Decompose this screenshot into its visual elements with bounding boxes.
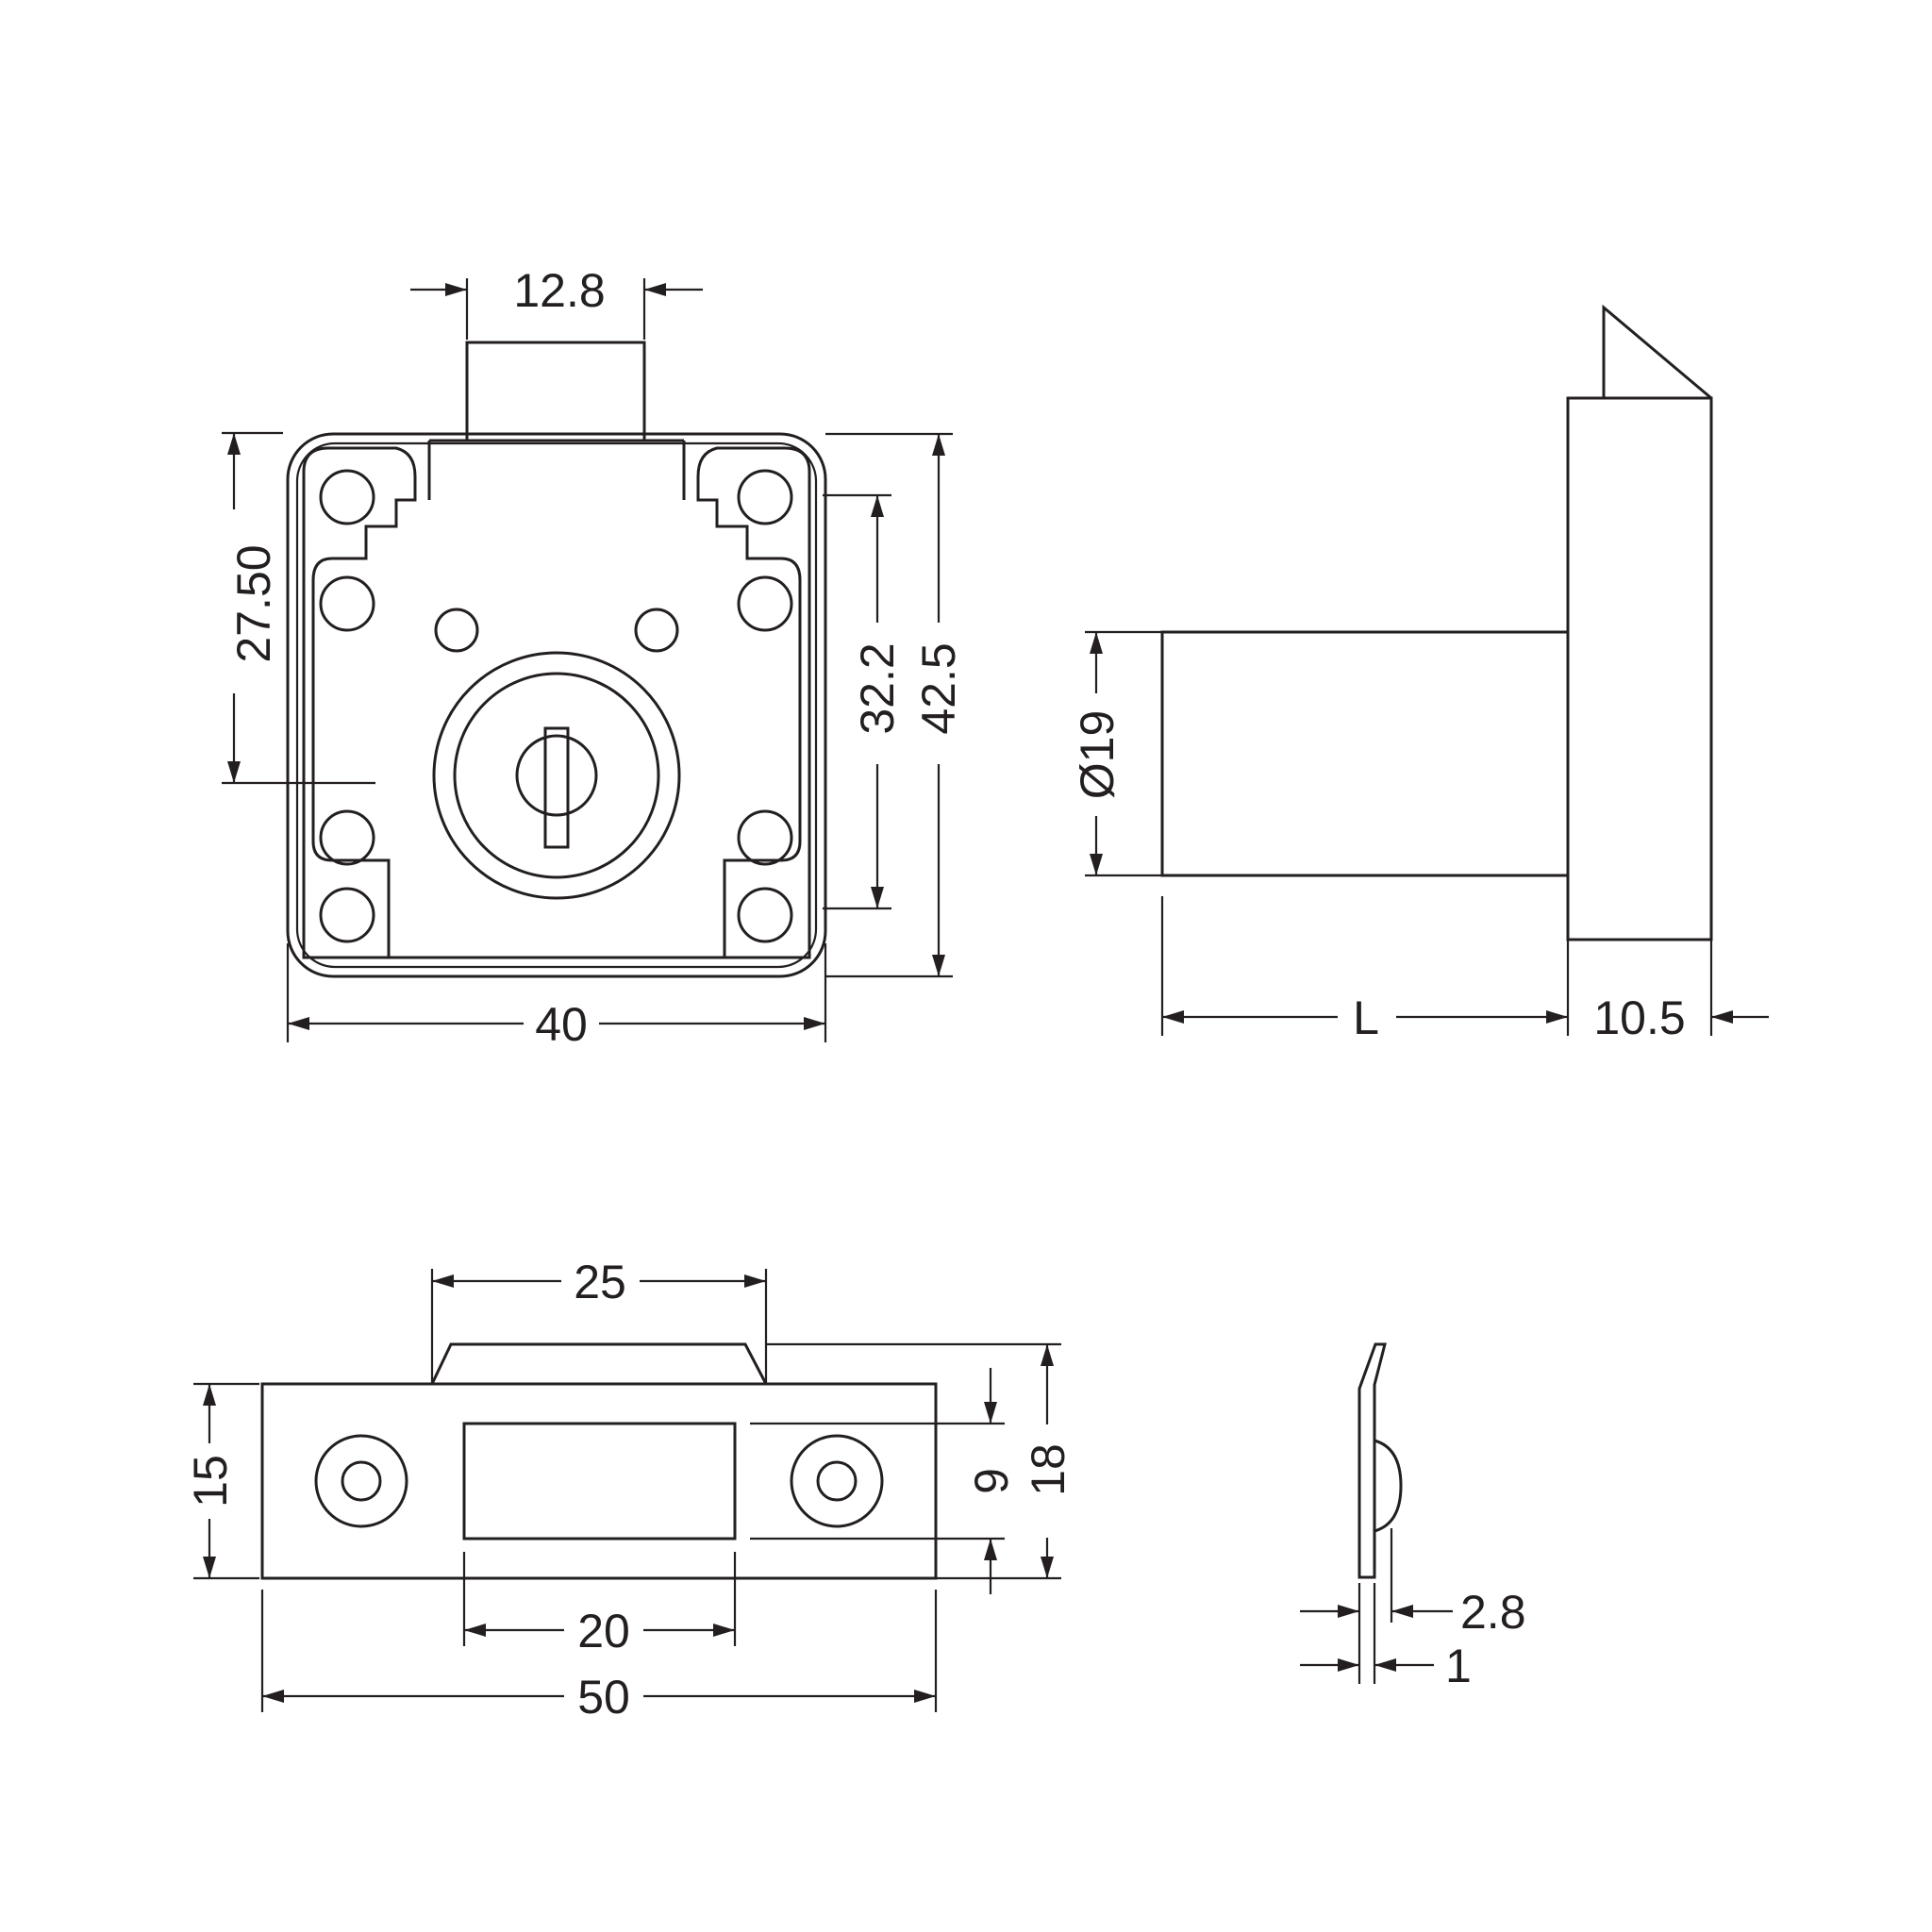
cylinder-ring-inner (453, 672, 660, 879)
screw-hole-right-inner (816, 1460, 858, 1502)
body-width-arrow-left (288, 1017, 309, 1030)
overall-height-arrow-bottom (1041, 1557, 1054, 1578)
mounting-hole-upper-left (319, 575, 375, 632)
lock-body-plate-right (696, 446, 811, 959)
thickness-arrow-right (1374, 1658, 1396, 1672)
thickness-label: 1 (1445, 1640, 1472, 1692)
body-width-label: 40 (535, 998, 588, 1051)
mounting-hole-top-left (319, 469, 375, 525)
bolt-width-label: 12.8 (513, 264, 605, 317)
body-height-label: 42.5 (912, 642, 965, 734)
bolt-width-arrow-left (445, 283, 467, 296)
diameter-label: Ø19 (1071, 710, 1124, 800)
lock-body-inner-outline (295, 441, 818, 969)
mounting-plate (1566, 396, 1713, 941)
overall-height-label: 18 (1022, 1443, 1074, 1496)
plate-width-arrow-left (262, 1690, 284, 1703)
diameter-arrow-bottom (1090, 854, 1103, 875)
body-width-arrow-right (804, 1017, 825, 1030)
length-arrow-left (1162, 1010, 1184, 1024)
overall-height-arrow-top (1041, 1344, 1054, 1366)
bolt-center-label: 27.50 (227, 544, 280, 662)
length-arrow-right (1546, 1010, 1568, 1024)
bolt-side (1602, 304, 1712, 400)
bolt-width-arrow-right (644, 283, 666, 296)
screw-hole-left-inner (341, 1460, 382, 1502)
pin-hole-right (634, 608, 679, 653)
cylinder-plug (515, 734, 598, 817)
side-view: Ø19 L 10.5 (1071, 304, 1769, 1044)
screw-hole-left-outer (314, 1434, 408, 1528)
opening-height-arrow-bottom (984, 1539, 997, 1560)
plate-height-arrow-top (203, 1384, 216, 1406)
bolt (465, 341, 646, 442)
opening-height-label: 9 (965, 1468, 1018, 1494)
screw-hole-right-outer (790, 1434, 884, 1528)
strike-profile-bump (1374, 1439, 1403, 1533)
plate-width-arrow-right (914, 1690, 936, 1703)
lock-body-outline (286, 432, 827, 978)
hole-spacing-label: 32.2 (851, 642, 904, 734)
front-view: 12.8 27.50 32.2 42.5 40 (222, 264, 965, 1051)
opening-height-arrow-top (984, 1402, 997, 1424)
bolt-center-arrow-top (227, 433, 241, 455)
thickness-arrow-left (1338, 1658, 1359, 1672)
mounting-hole-upper-right (737, 575, 793, 632)
plate-height-arrow-bottom (203, 1557, 216, 1578)
cylinder-body (1160, 630, 1570, 877)
length-label: L (1353, 991, 1379, 1044)
hole-spacing-arrow-bottom (871, 887, 884, 908)
strike-profile-view: 2.8 1 (1300, 1342, 1526, 1692)
strike-opening (462, 1422, 737, 1541)
opening-width-label: 20 (577, 1605, 630, 1657)
notch-width-arrow-right (744, 1274, 766, 1288)
keyway (543, 726, 570, 849)
bolt-center-arrow-bottom (227, 761, 241, 783)
strike-plate-outline (260, 1382, 938, 1580)
plate-height-label: 15 (184, 1455, 237, 1507)
lock-body-plate (302, 446, 417, 959)
mounting-hole-bottom-right (737, 887, 793, 943)
notch-width-label: 25 (574, 1256, 626, 1308)
depth-arrow-left (1338, 1605, 1359, 1618)
mounting-hole-lower-left (319, 809, 375, 866)
depth-arrow-right (1391, 1605, 1413, 1618)
cylinder-ring-outer (432, 651, 681, 900)
strike-plate-view: 25 15 9 18 20 (184, 1256, 1074, 1724)
strike-plate-tab (430, 1342, 768, 1385)
body-height-arrow-bottom (932, 955, 945, 976)
body-height-arrow-top (932, 434, 945, 456)
depth-label: 2.8 (1460, 1586, 1526, 1639)
plate-width-label: 50 (577, 1671, 630, 1724)
opening-width-arrow-right (713, 1624, 735, 1637)
notch-width-arrow-left (432, 1274, 454, 1288)
pin-hole-left (434, 608, 479, 653)
mounting-hole-lower-right (737, 809, 793, 866)
plate-thickness-label: 10.5 (1593, 991, 1685, 1044)
opening-width-arrow-left (464, 1624, 486, 1637)
mounting-hole-bottom-left (319, 887, 375, 943)
plate-thickness-arrow-right (1711, 1010, 1733, 1024)
strike-profile-body (1357, 1342, 1387, 1579)
diameter-arrow-top (1090, 632, 1103, 654)
mounting-hole-top-right (737, 469, 793, 525)
hole-spacing-arrow-top (871, 495, 884, 517)
